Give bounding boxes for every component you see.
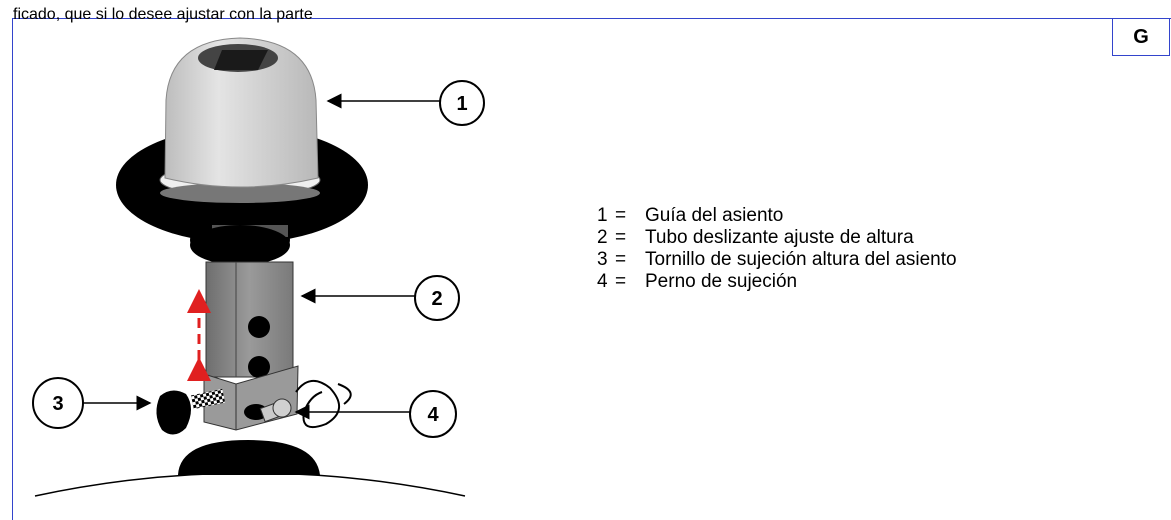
legend: 1 = Guía del asiento 2 = Tubo deslizante…: [597, 205, 957, 293]
legend-number: 3: [597, 249, 608, 270]
screw-knob: [156, 390, 191, 435]
callout-3-label: 3: [52, 393, 63, 415]
callout-1: 1: [439, 80, 485, 126]
callout-4: 4: [409, 390, 457, 438]
base-outline: [34, 472, 466, 497]
slide-tube: [205, 261, 294, 378]
legend-text: Tubo deslizante ajuste de altura: [645, 227, 914, 248]
screw-thread: [190, 388, 226, 410]
legend-row: 4 = Perno de sujeción: [597, 271, 957, 293]
pin-loop: [295, 380, 340, 428]
callout-4-label: 4: [427, 404, 439, 426]
top-cut-text: ficado, que si lo desee ajustar con la p…: [13, 6, 313, 23]
figure-frame: ficado, que si lo desee ajustar con la p…: [12, 6, 1171, 520]
callout-2: 2: [414, 275, 460, 321]
legend-text: Perno de sujeción: [645, 271, 798, 292]
legend-number: 2: [597, 227, 608, 248]
legend-text: Tornillo de sujeción altura del asiento: [645, 249, 957, 270]
legend-text: Guía del asiento: [645, 205, 784, 226]
legend-equals: =: [615, 227, 627, 248]
callout-2-label: 2: [431, 288, 442, 310]
legend-number: 1: [597, 205, 608, 226]
legend-equals: =: [615, 205, 627, 226]
locking-pin: [272, 398, 292, 418]
section-badge: G: [1112, 18, 1170, 56]
base-foot: [178, 440, 320, 475]
legend-equals: =: [615, 271, 627, 292]
tube-hole: [248, 356, 270, 378]
legend-row: 3 = Tornillo de sujeción altura del asie…: [597, 249, 957, 271]
seat-guide-dome: [164, 37, 319, 188]
legend-row: 1 = Guía del asiento: [597, 205, 957, 227]
legend-number: 4: [597, 271, 608, 292]
section-letter: G: [1133, 25, 1149, 48]
callout-3: 3: [32, 377, 84, 429]
legend-equals: =: [615, 249, 627, 270]
tube-hole: [248, 316, 270, 338]
callout-1-label: 1: [456, 93, 467, 115]
legend-row: 2 = Tubo deslizante ajuste de altura: [597, 227, 957, 249]
